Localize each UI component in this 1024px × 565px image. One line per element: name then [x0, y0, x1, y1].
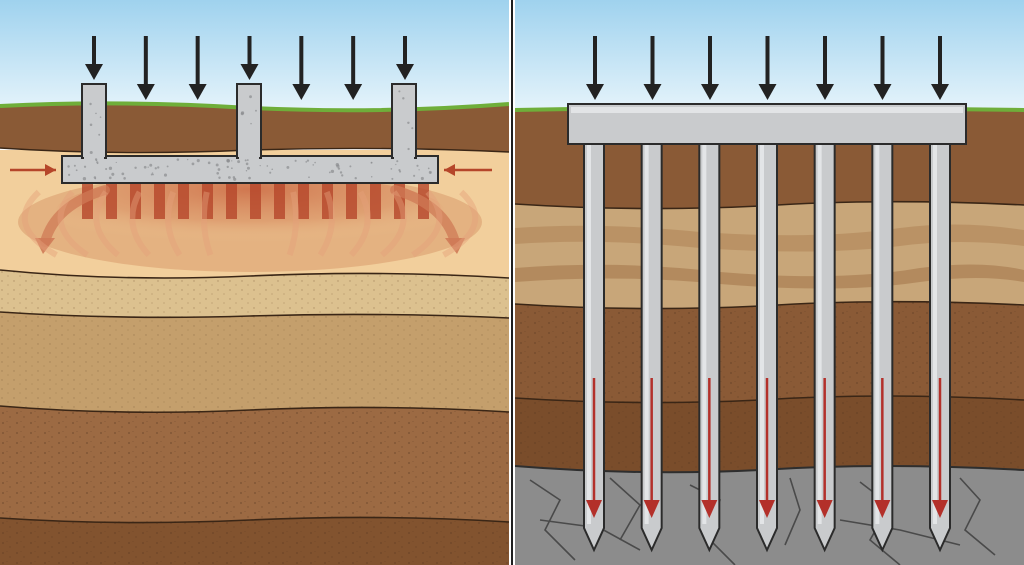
stress-spread-arrow	[390, 185, 465, 254]
pressure-stripe	[226, 183, 237, 219]
layer-boundary	[0, 405, 509, 414]
load-transfer-arrow	[586, 378, 602, 518]
pile	[813, 141, 836, 553]
pressure-stripe	[394, 183, 405, 219]
clay-layer-speckle	[0, 406, 509, 523]
load-arrow	[344, 36, 363, 100]
load-arrow	[873, 36, 892, 100]
load-transfer-arrow	[816, 378, 833, 518]
layer-boundary	[0, 311, 509, 319]
pressure-stripe	[106, 183, 117, 219]
pile	[871, 141, 894, 553]
pile	[640, 141, 663, 553]
load-arrow	[85, 36, 103, 80]
load-arrow	[586, 36, 604, 100]
pile	[756, 141, 778, 553]
pressure-stripe	[346, 183, 357, 219]
load-arrows-deep	[586, 36, 949, 100]
load-transfer-arrow	[759, 378, 775, 518]
layer-boundary	[0, 269, 509, 279]
pile-cap-highlight	[571, 107, 963, 113]
load-arrow	[758, 36, 777, 100]
footing-joint-cover	[84, 155, 104, 159]
load-transfer-arrow	[701, 378, 718, 518]
pressure-stripe	[130, 183, 141, 219]
load-arrow	[643, 36, 662, 100]
footing-joint-cover	[394, 155, 414, 159]
load-arrow	[931, 36, 949, 100]
load-arrow	[701, 36, 719, 100]
pile	[698, 141, 721, 553]
pressure-stripe	[202, 183, 213, 219]
shallow-footing	[61, 83, 439, 184]
pressure-stripe	[178, 183, 189, 219]
load-transfer-arrow	[932, 378, 948, 518]
deep-clay-speckle	[0, 517, 509, 565]
load-arrow	[292, 36, 311, 100]
load-arrow	[396, 36, 414, 80]
mid-layer-speckle	[0, 312, 509, 413]
lateral-pressure-arrow	[444, 164, 492, 176]
footing-column-left	[81, 83, 107, 159]
footing-column-right	[391, 83, 417, 159]
load-transfer-arrow	[643, 378, 660, 518]
load-arrow	[136, 36, 155, 100]
pressure-stripe	[298, 183, 309, 219]
load-arrows-shallow	[85, 36, 414, 100]
pressure-stripe	[250, 183, 261, 219]
lateral-pressure-arrows	[10, 164, 492, 176]
deep-foundation-panel	[515, 0, 1024, 565]
load-arrow	[816, 36, 834, 100]
footing-joint-cover	[239, 155, 259, 159]
stress-fan-lines	[21, 189, 479, 258]
pressure-bulb	[18, 172, 482, 272]
shallow-foundation-panel	[0, 0, 509, 565]
pile	[583, 141, 605, 553]
pressure-stripe	[154, 183, 165, 219]
stress-spread-arrow	[35, 185, 110, 254]
stress-spread-arrows	[21, 185, 479, 258]
pressure-stripe	[370, 183, 381, 219]
lateral-pressure-arrow	[10, 164, 56, 176]
tan-layer-speckle	[0, 270, 509, 318]
pile	[929, 141, 951, 553]
load-arrow	[188, 36, 207, 100]
footing-column-center	[236, 83, 262, 159]
layer-boundary	[0, 516, 509, 524]
load-arrow	[240, 36, 259, 80]
concrete-texture	[67, 90, 432, 181]
pressure-stripe	[274, 183, 285, 219]
load-transfer-arrow	[874, 378, 891, 518]
pressure-stripe	[322, 183, 333, 219]
